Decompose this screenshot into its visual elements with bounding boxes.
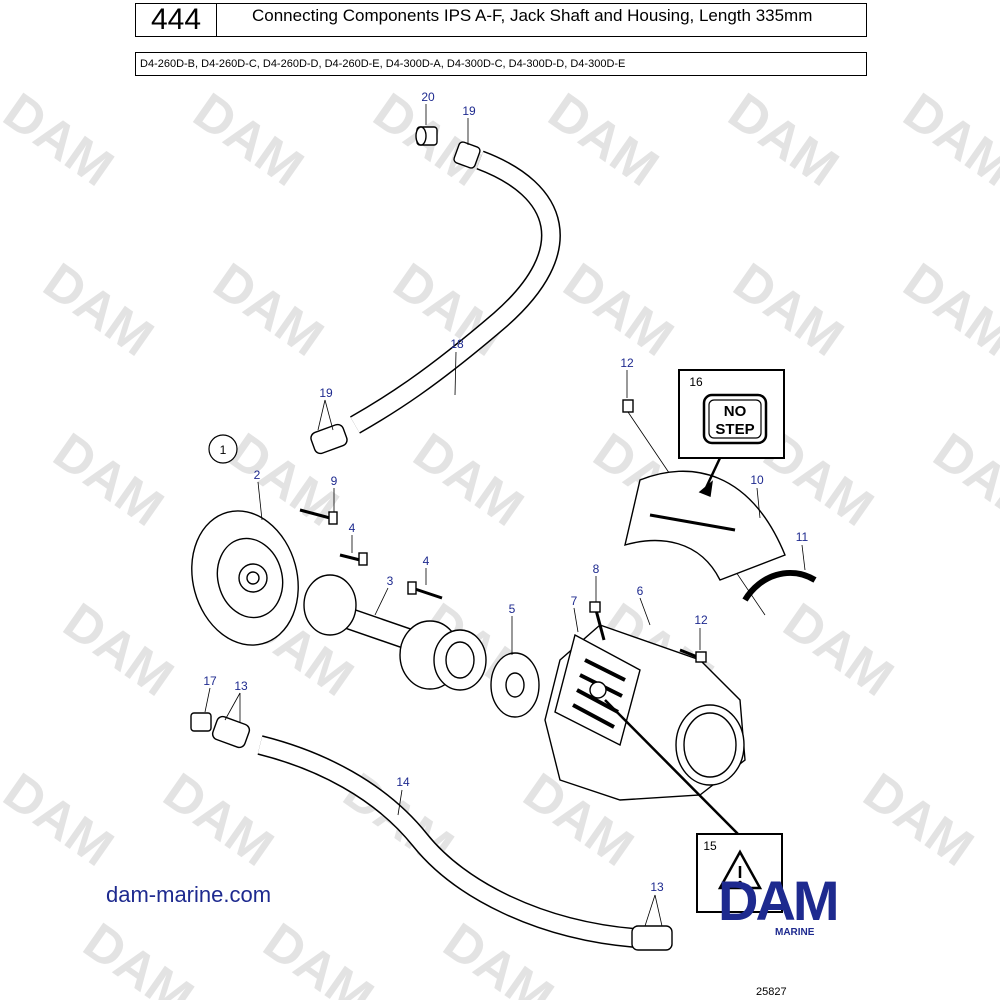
watermark: DAM <box>723 252 853 367</box>
watermark-layer: DAM DAM DAM DAM DAM DAM DAM DAM DAM DAM … <box>0 82 1000 1000</box>
watermark: DAM <box>183 82 313 197</box>
clamp-19-top <box>453 141 481 169</box>
callout-1: 1 <box>220 443 227 457</box>
watermark: DAM <box>203 252 333 367</box>
watermark: DAM <box>43 422 173 537</box>
clamp-13-left <box>211 715 251 749</box>
brand-logo: DAM <box>718 869 840 932</box>
callout-16: 16 <box>689 375 703 389</box>
clamp-19-bottom <box>310 423 348 455</box>
bracket-11 <box>742 569 817 602</box>
callout-19-top: 19 <box>462 104 476 118</box>
watermark: DAM <box>253 912 383 1000</box>
upper-hose-18-fill <box>350 152 560 433</box>
watermark: DAM <box>773 592 903 707</box>
lower-hose-14-fill <box>257 736 636 947</box>
callout-17: 17 <box>203 674 217 688</box>
header-row: 444 Connecting Components IPS A-F, Jack … <box>135 3 867 37</box>
callout-4-left: 4 <box>349 521 356 535</box>
watermark: DAM <box>553 252 683 367</box>
watermark: DAM <box>893 252 1000 367</box>
brand-logo-subtitle: MARINE <box>775 927 815 938</box>
page-title: Connecting Components IPS A-F, Jack Shaf… <box>252 6 813 25</box>
watermark: DAM <box>853 762 983 877</box>
reference-circle-1 <box>208 434 238 464</box>
no-step-text-line2: STEP <box>715 421 754 438</box>
watermark: DAM <box>33 252 163 367</box>
bolt-9 <box>299 508 331 520</box>
callout-11: 11 <box>796 530 809 544</box>
watermark: DAM <box>73 912 203 1000</box>
watermark: DAM <box>718 82 848 197</box>
callout-13-left: 13 <box>234 679 248 693</box>
callout-8: 8 <box>593 562 600 576</box>
watermark: DAM <box>0 82 123 197</box>
bolt-12-upper <box>622 399 634 413</box>
drawing-reference-number: 25827 <box>756 986 787 998</box>
fitting-17 <box>190 712 212 732</box>
callout-2: 2 <box>254 468 261 482</box>
watermark: DAM <box>153 762 283 877</box>
callout-20: 20 <box>421 90 435 104</box>
no-step-text-line1: NO <box>724 403 747 420</box>
callout-5: 5 <box>509 602 516 616</box>
watermark: DAM <box>0 762 123 877</box>
callout-4-right: 4 <box>423 554 430 568</box>
page-number: 444 <box>136 4 217 36</box>
watermark: DAM <box>403 422 533 537</box>
callout-18: 18 <box>450 337 464 351</box>
callout-15: 15 <box>703 839 717 853</box>
callout-19-bottom: 19 <box>319 386 333 400</box>
callout-6: 6 <box>637 584 644 598</box>
callout-7: 7 <box>571 594 578 608</box>
callout-10: 10 <box>750 473 764 487</box>
bolt-4-right <box>411 586 443 600</box>
clamp-13-right <box>631 925 673 951</box>
website-link[interactable]: dam-marine.com <box>106 882 272 907</box>
callout-12-lower: 12 <box>694 613 708 627</box>
bolt-8 <box>594 609 606 641</box>
watermark: DAM <box>893 82 1000 197</box>
watermark: DAM <box>53 592 183 707</box>
callout-9: 9 <box>331 474 338 488</box>
callout-13-right: 13 <box>650 880 664 894</box>
bolt-4-left <box>339 553 361 562</box>
callout-14: 14 <box>396 775 410 789</box>
callout-12-upper: 12 <box>620 356 634 370</box>
watermark: DAM <box>538 82 668 197</box>
callout-3: 3 <box>387 574 394 588</box>
watermark: DAM <box>923 422 1000 537</box>
model-list: D4-260D-B, D4-260D-C, D4-260D-D, D4-260D… <box>135 52 867 76</box>
